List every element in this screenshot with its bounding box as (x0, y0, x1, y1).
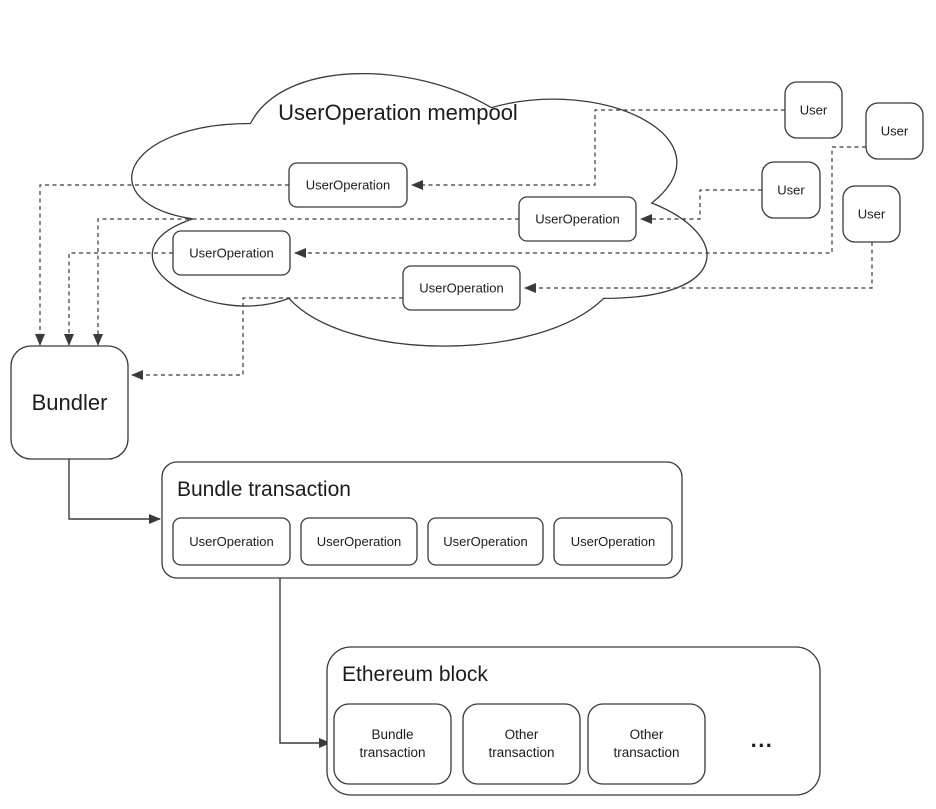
connector-userop3-to-bundler (64, 252, 173, 346)
bundle-transaction-title: Bundle transaction (177, 478, 351, 501)
connector-user1-to-userop1 (411, 109, 785, 190)
mempool-userop-label-1: UserOperation (306, 178, 391, 193)
connector-user4-to-userop4 (524, 242, 873, 293)
ellipsis-label: ... (751, 727, 774, 752)
bundler-box (10, 345, 129, 460)
ethereum-tx-label-1-line2: transaction (359, 745, 425, 760)
ethereum-tx-box-3 (587, 703, 706, 785)
connector-userop2-to-bundler (93, 218, 519, 346)
mempool-userop-label-4: UserOperation (419, 281, 504, 296)
mempool-userop-label-3: UserOperation (189, 246, 274, 261)
bundle-userop-label-1: UserOperation (189, 534, 274, 549)
user-label-1: User (800, 103, 828, 118)
ethereum-tx-label-2-line1: Other (505, 727, 539, 742)
bundle-userop-box-3 (427, 517, 544, 566)
user-box-1 (784, 81, 843, 139)
bundle-userop-label-4: UserOperation (571, 534, 656, 549)
mempool-userop-box-3 (172, 230, 291, 276)
ethereum-tx-label-1-line1: Bundle (371, 727, 413, 742)
mempool-userop-box-4 (402, 265, 521, 311)
ethereum-tx-label-2-line2: transaction (488, 745, 554, 760)
mempool-title: UserOperation mempool (278, 100, 518, 125)
mempool-cloud (131, 73, 708, 347)
user-label-4: User (858, 207, 886, 222)
mempool-userop-label-2: UserOperation (535, 212, 620, 227)
mempool-userop-box-2 (518, 196, 637, 242)
bundle-transaction-container (161, 461, 683, 579)
user-label-3: User (777, 183, 805, 198)
user-box-4 (842, 185, 901, 243)
ethereum-tx-label-3-line1: Other (630, 727, 664, 742)
connector-userop4-to-bundler (131, 297, 403, 380)
connector-user2-to-userop3 (294, 146, 866, 258)
user-label-2: User (881, 124, 909, 139)
bundle-userop-box-2 (300, 517, 418, 566)
ethereum-tx-box-2 (462, 703, 581, 785)
connector-userop1-to-bundler (35, 184, 289, 346)
ethereum-block-title: Ethereum block (342, 663, 488, 686)
user-box-3 (761, 161, 821, 219)
arrow-bundle-transaction-to-ethereum-block (279, 578, 331, 748)
bundle-userop-label-2: UserOperation (317, 534, 402, 549)
mempool-userop-box-1 (288, 162, 408, 208)
user-box-2 (865, 102, 924, 160)
connector-user3-to-userop2 (640, 189, 762, 224)
ethereum-tx-label-3-line2: transaction (613, 745, 679, 760)
ethereum-tx-box-1 (333, 703, 452, 785)
bundle-userop-label-3: UserOperation (443, 534, 528, 549)
bundler-label: Bundler (32, 390, 108, 415)
bundle-userop-box-1 (172, 517, 291, 566)
arrow-bundler-to-bundle-transaction (68, 459, 161, 524)
bundle-userop-box-4 (553, 517, 673, 566)
